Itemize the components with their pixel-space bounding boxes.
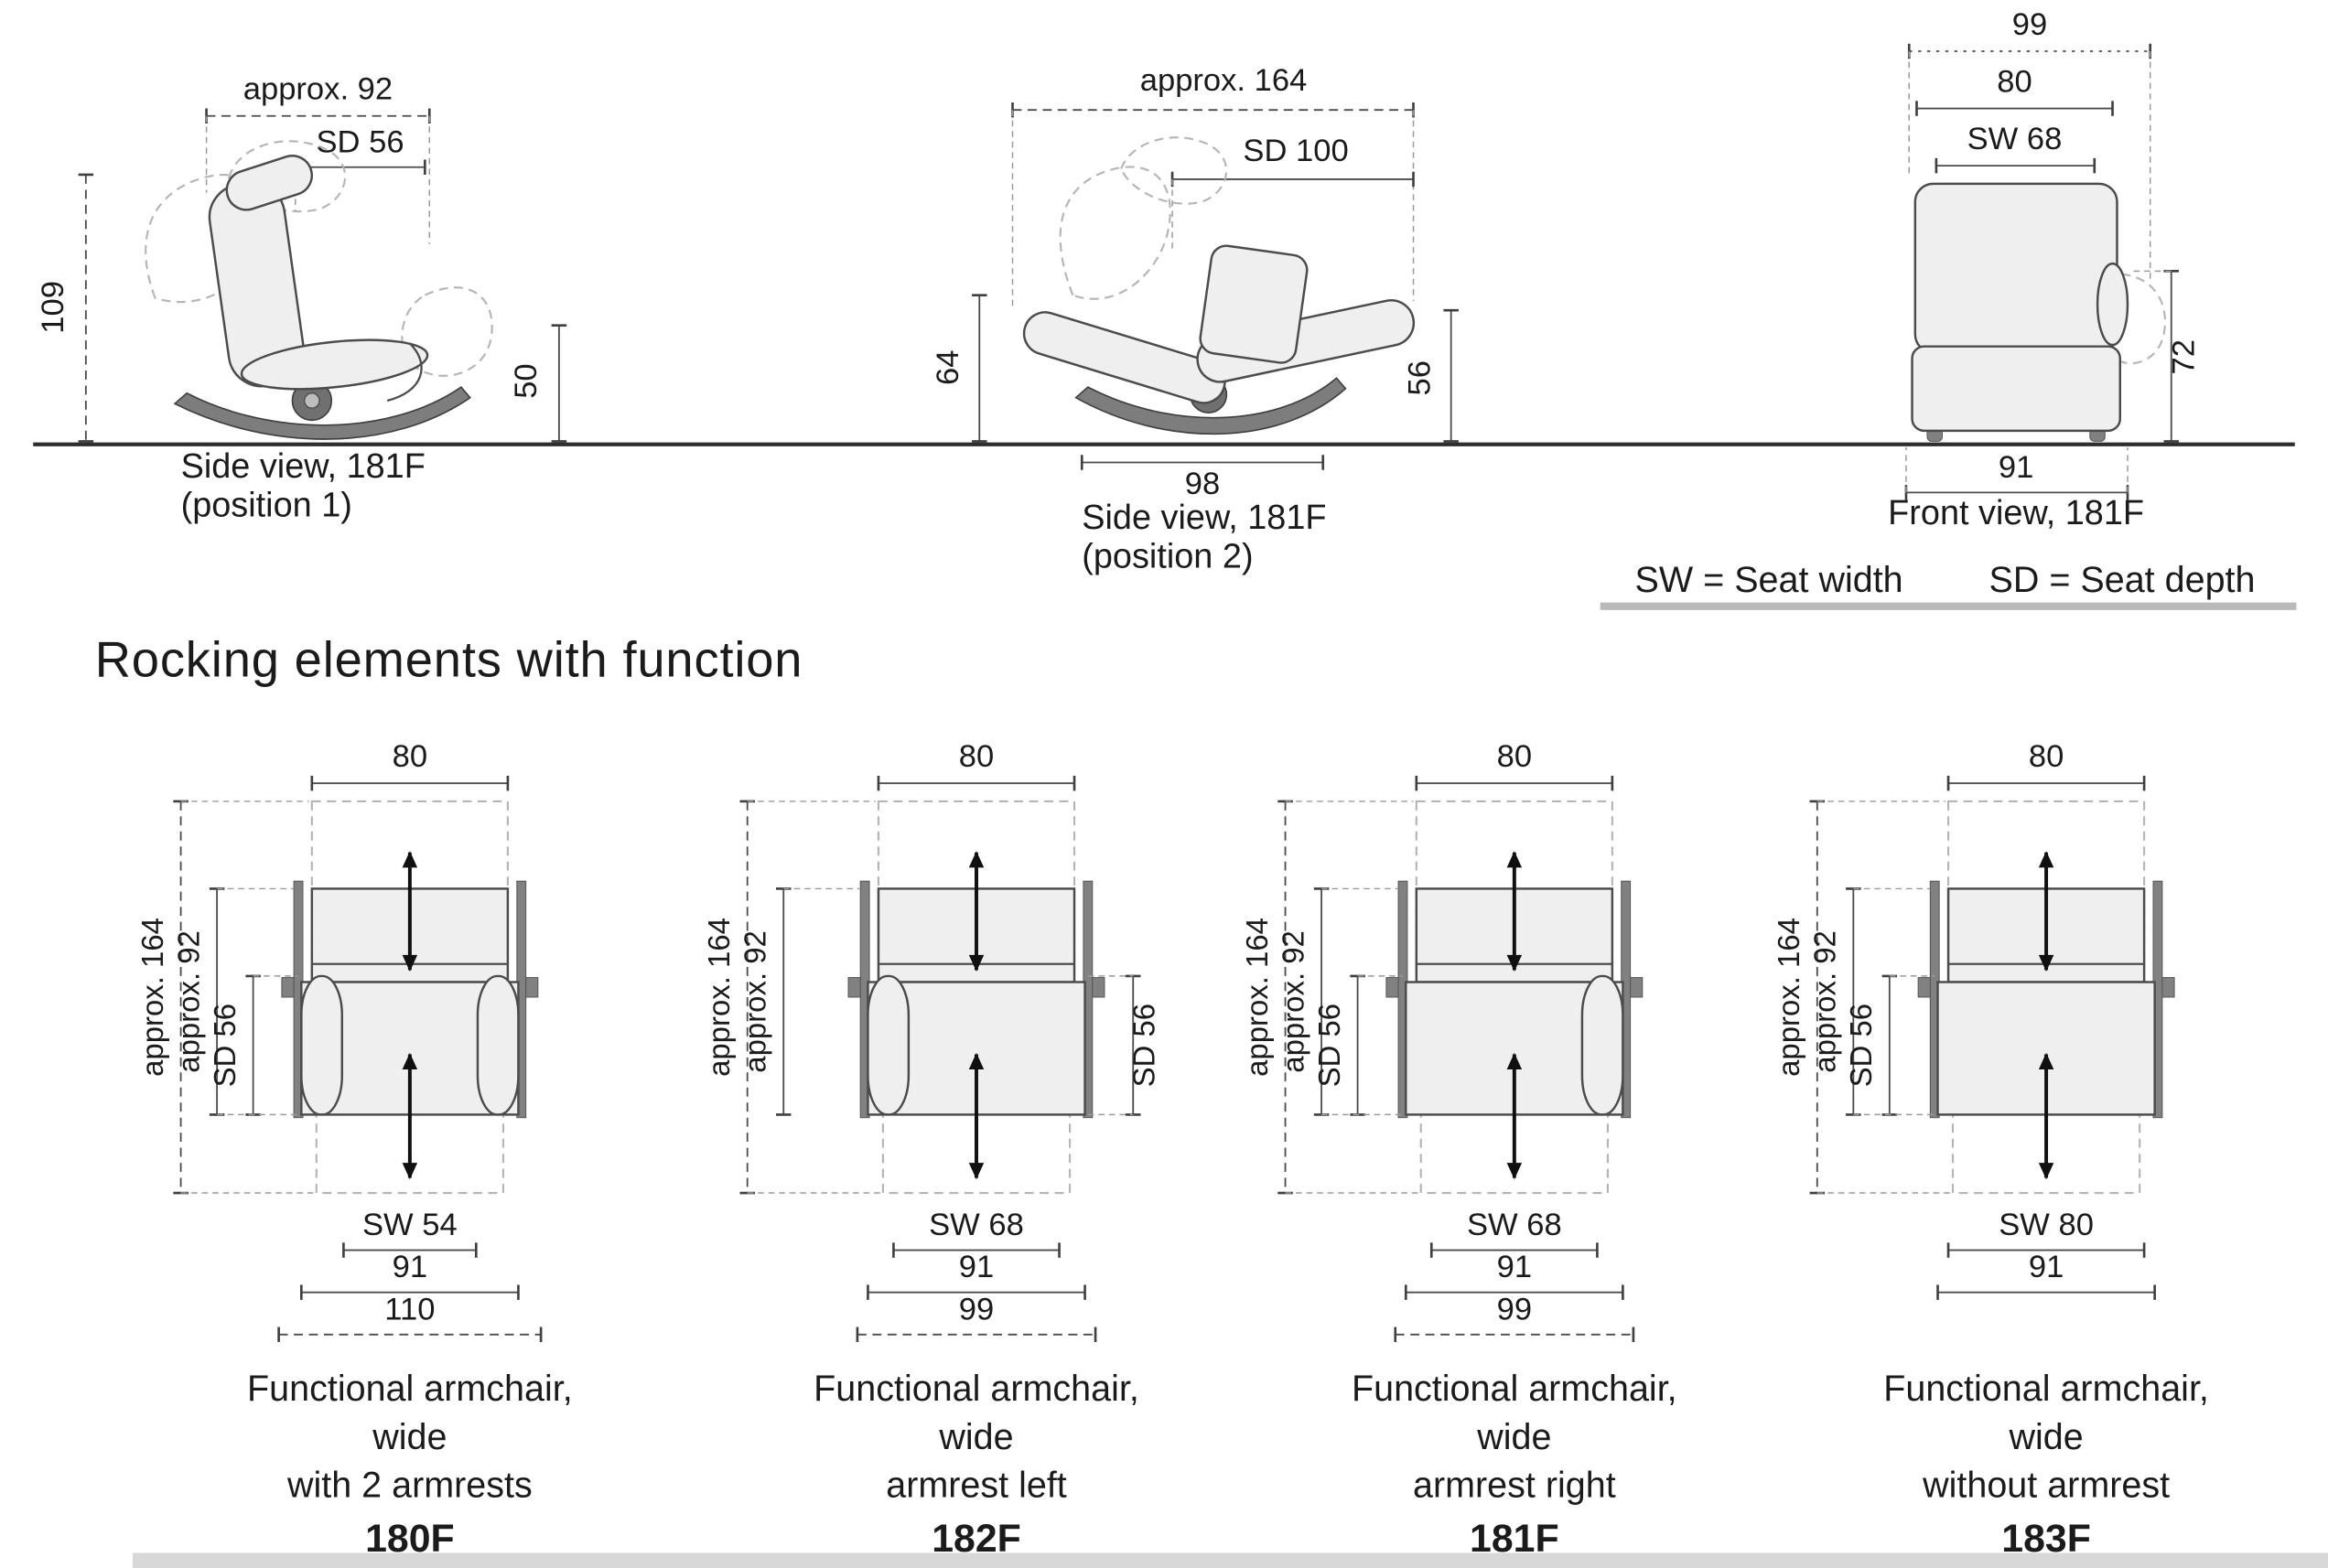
armrest-ghost-outline	[2115, 273, 2166, 365]
variant-caption: wide	[372, 1417, 447, 1457]
headrest-ghost-outline	[1119, 136, 1227, 205]
armrest-left	[867, 974, 911, 1116]
dim-seat-width-label: SW 68	[1467, 1208, 1562, 1242]
section-title: Rocking elements with function	[95, 631, 803, 687]
rail-fitting-right	[2161, 977, 2175, 998]
dim-height-label: 109	[36, 281, 70, 334]
dim-back-width-label: 80	[959, 739, 994, 774]
rail-fitting-right	[1630, 977, 1644, 998]
rail-fitting-left	[1385, 977, 1399, 998]
legend: SW = Seat width SD = Seat depth	[1600, 560, 2297, 610]
dim-body-width-label: 91	[393, 1250, 427, 1284]
dim-back-width-label: 80	[393, 739, 427, 774]
legend-seat-width: SW = Seat width	[1635, 560, 1903, 600]
dim-body-depth-label: approx. 92	[1276, 930, 1310, 1073]
dim-body-depth-label: approx. 92	[1808, 930, 1842, 1073]
dim-total-depth-label: approx. 164	[1772, 918, 1805, 1077]
armrest-right	[476, 974, 520, 1116]
dim-seat-depth-label: SD 56	[208, 1004, 242, 1087]
dim-total-depth-label: approx. 164	[702, 918, 736, 1077]
front-view-181F: 99 80 SW 68 72 91 Front view, 181F	[1888, 7, 2201, 532]
dim-overall-depth-label: approx. 92	[243, 72, 393, 107]
rail-fitting-left	[847, 977, 861, 998]
dim-back-width-label: 80	[1497, 739, 1532, 774]
variant-top-view-183F: 80 approx. 164 approx. 92 SD 56 SW 80 91…	[1772, 739, 2209, 1561]
view-caption: (position 1)	[181, 487, 352, 525]
dim-body-width-label: 91	[2029, 1250, 2064, 1284]
dim-body-depth-label: approx. 92	[738, 930, 771, 1073]
headrest-cushion	[225, 155, 314, 211]
variant-caption: wide	[938, 1417, 1013, 1457]
dim-overall-depth-label: approx. 164	[1140, 63, 1308, 98]
armrest-left	[300, 974, 344, 1116]
seat-front-edge	[386, 342, 423, 403]
backrest-cushion	[1199, 244, 1309, 364]
backrest-cushion	[1913, 182, 2118, 354]
dim-seat-width-label: SW 68	[929, 1208, 1024, 1242]
dim-total-depth-label: approx. 164	[1240, 918, 1274, 1077]
rail-fitting-left	[1917, 977, 1931, 998]
dim-base-width-label: 98	[1185, 467, 1220, 501]
dim-back-width-label: 80	[2029, 739, 2064, 774]
variant-caption: Functional armchair,	[247, 1369, 573, 1409]
dim-body-width-label: 91	[1497, 1250, 1532, 1284]
dim-seat-width-label: SW 68	[1967, 122, 2063, 156]
dim-seat-depth-label: SD 100	[1243, 134, 1348, 168]
rail-fitting-left	[281, 977, 295, 998]
dim-seat-depth-label: SD 56	[1312, 1004, 1346, 1087]
variant-caption: Functional armchair,	[1883, 1369, 2209, 1409]
view-caption: Front view, 181F	[1888, 494, 2144, 532]
footrest-ghost-outline	[401, 286, 493, 377]
variant-top-view-181F: 80 approx. 164 approx. 92 SD 56 SW 68 91…	[1240, 739, 1677, 1561]
variant-caption: wide	[1476, 1417, 1551, 1457]
dim-height-label: 64	[931, 350, 965, 385]
view-caption: Side view, 181F	[181, 447, 426, 486]
dim-seat-height-label: 56	[1403, 360, 1438, 395]
footrest-cushion	[1022, 311, 1226, 404]
view-caption: (position 2)	[1082, 538, 1253, 576]
dim-body-width-label: 91	[959, 1250, 994, 1284]
armrest-cushion	[2096, 262, 2129, 347]
rail-fitting-right	[1092, 977, 1105, 998]
rocker-base	[1074, 377, 1347, 435]
variant-caption: armrest left	[886, 1466, 1067, 1506]
variant-top-view-182F: 80 approx. 164 approx. 92 SD 56 SW 68 91…	[702, 739, 1160, 1561]
legend-underline	[1600, 602, 2297, 610]
backrest-ghost-outline	[1059, 166, 1171, 300]
view-caption: Side view, 181F	[1082, 499, 1326, 537]
pivot-hub-center	[303, 392, 320, 410]
dim-total-width-label: 110	[384, 1292, 435, 1326]
side-view-position-1: approx. 92 SD 56 109 50 Side view, 181F …	[36, 72, 567, 525]
dim-seat-depth-label: SD 56	[1126, 1004, 1160, 1087]
dim-body-depth-label: approx. 92	[171, 930, 205, 1073]
variant-caption: without armrest	[1922, 1466, 2170, 1506]
legend-seat-depth: SD = Seat depth	[1989, 560, 2256, 600]
side-view-position-2: approx. 164 SD 100 64 56 98 Side view, 1…	[931, 63, 1459, 576]
dim-total-width-label: 99	[959, 1292, 994, 1326]
variant-caption: Functional armchair,	[814, 1369, 1139, 1409]
dim-back-width-label: 80	[1997, 64, 2032, 99]
rocker-base	[173, 386, 471, 440]
page-bottom-strip	[132, 1552, 2328, 1568]
rail-fitting-right	[525, 977, 539, 998]
variant-caption: with 2 armrests	[286, 1466, 533, 1506]
dim-seat-depth-label: SD 56	[1844, 1004, 1878, 1087]
seat-cushion	[240, 338, 429, 391]
armrest-right	[1580, 974, 1624, 1116]
dim-total-depth-label: approx. 164	[135, 918, 169, 1077]
dim-base-width-label: 91	[1999, 450, 2033, 485]
dim-total-width-label: 99	[1497, 1292, 1532, 1326]
dim-seat-width-label: SW 80	[1999, 1208, 2094, 1242]
dim-total-width-label: 99	[2012, 7, 2047, 42]
dim-seat-depth-label: SD 56	[317, 124, 404, 159]
variant-caption: armrest right	[1413, 1466, 1616, 1506]
variant-top-view-180F: 80 approx. 164 approx. 92 SD 56 SW 54 91…	[135, 739, 573, 1561]
dim-seat-width-label: SW 54	[362, 1208, 458, 1242]
dim-seat-height-label: 50	[509, 363, 544, 398]
variant-caption: Functional armchair,	[1352, 1369, 1677, 1409]
variant-caption: wide	[2008, 1417, 2083, 1457]
seat-cushion	[1911, 345, 2122, 433]
